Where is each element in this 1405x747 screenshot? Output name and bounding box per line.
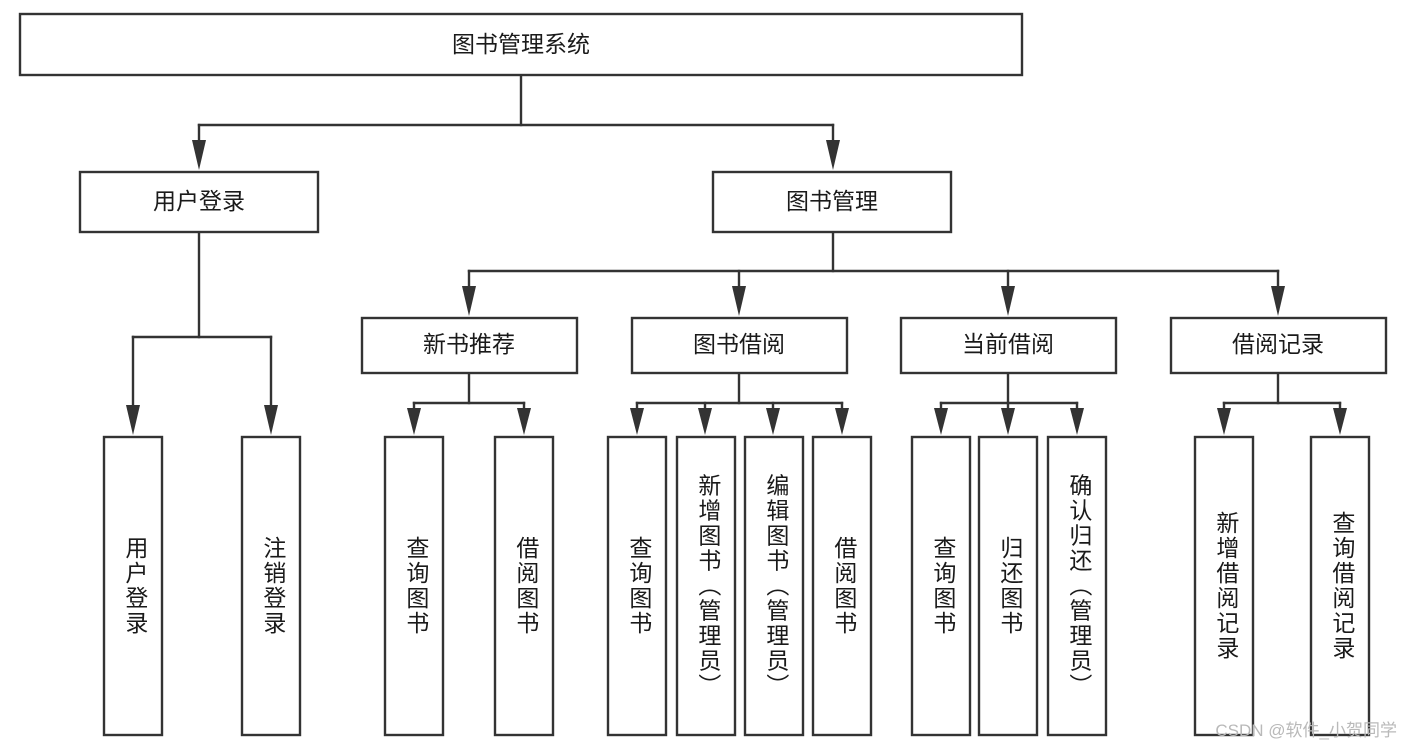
arrow-head-leaf-query-record (1333, 408, 1347, 435)
node-book-management[interactable]: 图书管理 (711, 170, 953, 234)
arrow-head-leaf-user-login (126, 405, 140, 435)
leaf-confirm-return-label: 确认归还（管理员） (1066, 474, 1093, 699)
leaf-borrow-book-1-label: 借阅图书 (513, 536, 540, 636)
leaf-edit-book-label: 编辑图书（管理员） (763, 474, 790, 699)
leaf-query-book-1-label: 查询图书 (403, 536, 430, 636)
leaf-query-record[interactable]: 查询借阅记录 (1309, 435, 1371, 737)
arrow-head-leaf-borrow-book-2 (835, 408, 849, 435)
leaf-query-book-2-label: 查询图书 (626, 536, 653, 636)
arrow-head-leaf-edit-book (766, 408, 780, 435)
node-user-login-label: 用户登录 (153, 188, 245, 214)
arrow-head-leaf-borrow-book-1 (517, 408, 531, 435)
node-current-borrow-label: 当前借阅 (962, 331, 1054, 357)
arrow-head-book-borrow (732, 286, 746, 316)
arrow-head-current-borrow (1001, 286, 1015, 316)
arrow-head-leaf-query-book-3 (934, 408, 948, 435)
node-book-borrow-box[interactable] (630, 316, 849, 375)
leaf-confirm-return-box[interactable] (1046, 435, 1108, 737)
node-root-box[interactable] (18, 12, 1024, 77)
connector-layer (126, 73, 1347, 435)
leaf-borrow-book-2[interactable]: 借阅图书 (811, 435, 873, 737)
arrow-head-leaf-user-logout (264, 405, 278, 435)
node-borrow-record-label: 借阅记录 (1232, 331, 1324, 357)
leaf-return-book[interactable]: 归还图书 (977, 435, 1039, 737)
leaf-user-logout[interactable]: 注销登录 (240, 435, 302, 737)
arrow-head-leaf-query-book-1 (407, 408, 421, 435)
leaf-borrow-book-1-box[interactable] (493, 435, 555, 737)
leaf-user-login-box[interactable] (102, 435, 164, 737)
arrow-head-leaf-add-record (1217, 408, 1231, 435)
leaf-add-book-label: 新增图书（管理员） (695, 474, 722, 699)
node-new-book-recommend-box[interactable] (360, 316, 579, 375)
node-book-borrow[interactable]: 图书借阅 (630, 316, 849, 375)
arrow-head-leaf-query-book-2 (630, 408, 644, 435)
node-user-login[interactable]: 用户登录 (78, 170, 320, 234)
node-root-label: 图书管理系统 (452, 31, 590, 57)
leaf-query-book-3-box[interactable] (910, 435, 972, 737)
leaf-add-record-box[interactable] (1193, 435, 1255, 737)
arrow-head-leaf-confirm-return (1070, 408, 1084, 435)
leaf-query-book-1[interactable]: 查询图书 (383, 435, 445, 737)
arrow-head-leaf-return-book (1001, 408, 1015, 435)
leaf-query-record-label: 查询借阅记录 (1329, 511, 1356, 661)
leaf-add-record[interactable]: 新增借阅记录 (1193, 435, 1255, 737)
arrow-head-user-login (192, 140, 206, 170)
leaf-query-book-3[interactable]: 查询图书 (910, 435, 972, 737)
node-root[interactable]: 图书管理系统 (18, 12, 1024, 77)
arrow-head-new-book-recommend (462, 286, 476, 316)
leaf-query-record-box[interactable] (1309, 435, 1371, 737)
arrow-head-book-management (826, 140, 840, 170)
leaf-edit-book[interactable]: 编辑图书（管理员） (743, 435, 805, 737)
node-current-borrow-box[interactable] (899, 316, 1118, 375)
leaf-query-book-2-box[interactable] (606, 435, 668, 737)
node-current-borrow[interactable]: 当前借阅 (899, 316, 1118, 375)
leaf-return-book-label: 归还图书 (997, 536, 1024, 636)
leaf-add-book[interactable]: 新增图书（管理员） (675, 435, 737, 737)
node-borrow-record-box[interactable] (1169, 316, 1388, 375)
node-new-book-recommend[interactable]: 新书推荐 (360, 316, 579, 375)
leaf-borrow-book-1[interactable]: 借阅图书 (493, 435, 555, 737)
leaf-confirm-return[interactable]: 确认归还（管理员） (1046, 435, 1108, 737)
node-book-management-box[interactable] (711, 170, 953, 234)
node-borrow-record[interactable]: 借阅记录 (1169, 316, 1388, 375)
leaf-add-book-box[interactable] (675, 435, 737, 737)
leaf-user-logout-label: 注销登录 (260, 536, 287, 636)
leaf-borrow-book-2-box[interactable] (811, 435, 873, 737)
node-book-management-label: 图书管理 (786, 188, 878, 214)
leaf-add-record-label: 新增借阅记录 (1213, 511, 1240, 661)
leaf-query-book-2[interactable]: 查询图书 (606, 435, 668, 737)
leaf-edit-book-box[interactable] (743, 435, 805, 737)
leaf-query-book-3-label: 查询图书 (930, 536, 957, 636)
leaf-borrow-book-2-label: 借阅图书 (831, 536, 858, 636)
leaf-query-book-1-box[interactable] (383, 435, 445, 737)
leaf-user-login-label: 用户登录 (122, 536, 149, 636)
leaf-user-logout-box[interactable] (240, 435, 302, 737)
leaf-user-login[interactable]: 用户登录 (102, 435, 164, 737)
node-book-borrow-label: 图书借阅 (693, 331, 785, 357)
node-user-login-box[interactable] (78, 170, 320, 234)
leaf-return-book-box[interactable] (977, 435, 1039, 737)
node-new-book-recommend-label: 新书推荐 (423, 331, 515, 357)
arrow-head-borrow-record (1271, 286, 1285, 316)
arrow-head-leaf-add-book (698, 408, 712, 435)
